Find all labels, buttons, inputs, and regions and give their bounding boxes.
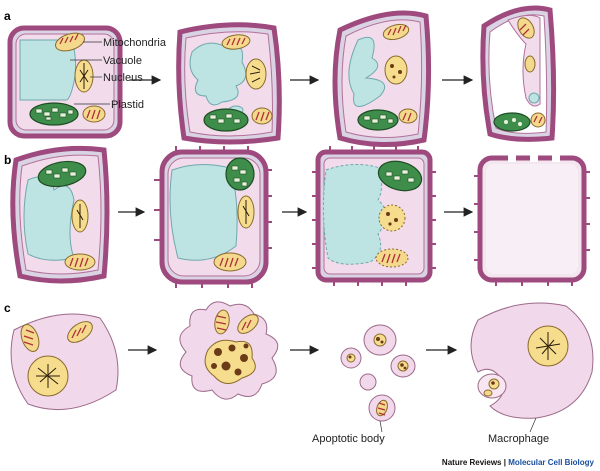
plastid bbox=[203, 108, 249, 132]
vacuole bbox=[169, 164, 238, 261]
panel-a-cell-1 bbox=[7, 25, 123, 139]
panel-a-cell-2 bbox=[176, 22, 282, 145]
credit-separator: | bbox=[502, 458, 509, 467]
mitochondrion bbox=[530, 112, 546, 128]
apoptotic-body-leader bbox=[379, 420, 383, 433]
apoptotic-body bbox=[340, 347, 362, 369]
mitochondrion bbox=[55, 32, 85, 52]
empty-lumen bbox=[486, 164, 578, 274]
plastid bbox=[37, 160, 87, 188]
label-mitochondria: Mitochondria bbox=[103, 37, 167, 49]
nucleus bbox=[71, 199, 89, 233]
panel-c-cell-1 bbox=[10, 313, 119, 410]
panel-label-b: b bbox=[4, 153, 11, 167]
condensed-nucleus bbox=[204, 339, 256, 384]
panel-a-cell-3 bbox=[332, 10, 432, 147]
mitochondrion bbox=[375, 248, 409, 268]
nucleus bbox=[74, 59, 94, 93]
plastid bbox=[225, 157, 255, 191]
mitochondrion bbox=[237, 314, 259, 334]
apoptotic-body bbox=[368, 394, 396, 422]
label-plastid: Plastid bbox=[111, 99, 144, 111]
nucleus bbox=[384, 55, 408, 85]
panel-label-c: c bbox=[4, 301, 11, 315]
panel-b-cell-4 bbox=[474, 154, 590, 286]
panel-c-apoptotic-bodies bbox=[340, 324, 416, 422]
vacuole bbox=[348, 36, 386, 107]
nucleus bbox=[245, 58, 267, 90]
mitochondrion bbox=[82, 105, 106, 123]
nucleus bbox=[378, 204, 406, 232]
nucleus bbox=[27, 355, 69, 397]
macrophage-leader bbox=[529, 417, 537, 433]
label-vacuole: Vacuole bbox=[103, 55, 142, 67]
panel-label-a: a bbox=[4, 9, 11, 23]
vacuole bbox=[19, 39, 77, 101]
vacuole-fragment bbox=[528, 92, 540, 104]
wall-pores bbox=[508, 154, 560, 162]
credit-journal: Nature Reviews bbox=[442, 458, 502, 467]
journal-credit: Nature Reviews | Molecular Cell Biology bbox=[442, 458, 595, 467]
panel-c-cell-2 bbox=[179, 301, 279, 400]
plastid bbox=[377, 160, 423, 192]
apoptotic-body bbox=[390, 354, 416, 378]
panel-c-macrophage bbox=[470, 302, 594, 419]
label-apoptotic-body: Apoptotic body bbox=[312, 433, 385, 445]
mitochondrion bbox=[213, 252, 247, 272]
label-macrophage: Macrophage bbox=[488, 433, 549, 445]
mitochondrion bbox=[517, 17, 535, 39]
mitochondrion bbox=[20, 324, 40, 352]
panel-b-cell-3 bbox=[312, 146, 436, 286]
plastid bbox=[29, 102, 79, 126]
mitochondrion bbox=[382, 23, 410, 41]
macrophage-membrane bbox=[470, 302, 594, 419]
nucleus bbox=[237, 195, 255, 229]
nucleus-remnant bbox=[524, 55, 536, 73]
cytoplasm-remnant bbox=[507, 14, 541, 107]
panel-b-cell-2 bbox=[154, 146, 272, 288]
plastid bbox=[357, 109, 399, 131]
mitochondrion bbox=[251, 107, 273, 125]
mitochondrion bbox=[221, 34, 251, 50]
engulfed-apoptotic-body bbox=[477, 373, 507, 399]
mitochondrion bbox=[64, 253, 96, 271]
mitochondrion bbox=[214, 309, 230, 335]
vacuole bbox=[23, 176, 75, 261]
macrophage-nucleus bbox=[527, 325, 569, 367]
credit-title: Molecular Cell Biology bbox=[508, 458, 594, 467]
mitochondrion bbox=[67, 321, 93, 343]
panel-b-cell-1 bbox=[10, 145, 110, 284]
mitochondrion bbox=[398, 108, 418, 124]
label-nucleus: Nucleus bbox=[103, 72, 143, 84]
plastid bbox=[493, 112, 531, 132]
apoptotic-body bbox=[363, 324, 397, 356]
vacuole bbox=[322, 164, 387, 265]
apoptotic-body bbox=[359, 373, 377, 391]
panel-a-cell-4 bbox=[480, 5, 557, 142]
